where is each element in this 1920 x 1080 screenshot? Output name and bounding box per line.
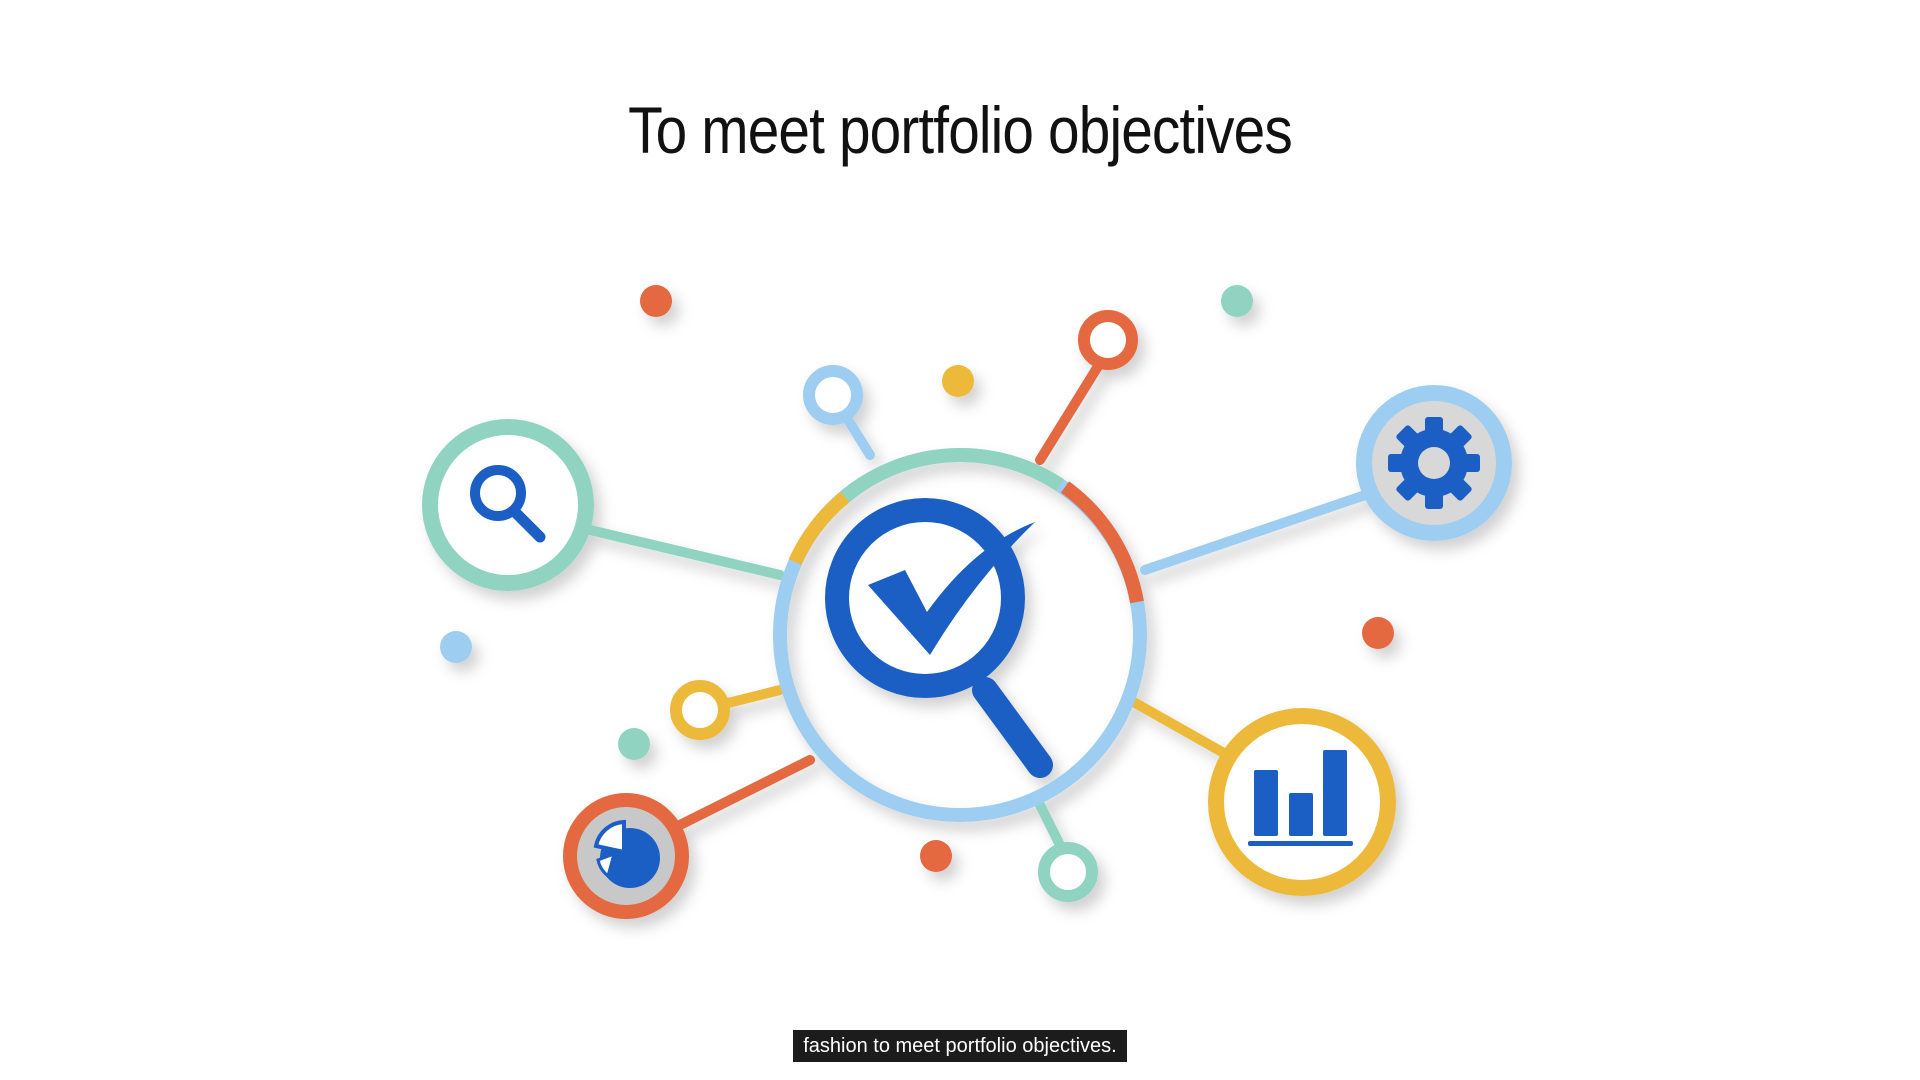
search-node (422, 419, 594, 591)
dot-teal-left (618, 728, 650, 760)
decorative-dots (440, 285, 1394, 872)
pie-chart-icon (593, 819, 660, 888)
gear-icon (1388, 417, 1480, 509)
ring-node-teal (1038, 842, 1098, 902)
dot-orange-right (1362, 617, 1394, 649)
ring-node-blue (803, 365, 863, 425)
slide-title: To meet portfolio objectives (628, 93, 1293, 167)
bar-chart-node (1208, 708, 1396, 896)
dot-teal (1221, 285, 1253, 317)
gear-node (1356, 385, 1512, 541)
ring-node-yellow (670, 680, 730, 740)
connector-lines (585, 350, 1385, 860)
center-hub (773, 448, 1147, 822)
magnifier-check-icon (825, 498, 1053, 778)
subtitle-container: fashion to meet portfolio objectives. (0, 1030, 1920, 1062)
dot-orange-bottom (920, 840, 952, 872)
satellite-rings (670, 310, 1138, 902)
subtitle-caption: fashion to meet portfolio objectives. (793, 1030, 1127, 1062)
dot-orange (640, 285, 672, 317)
bar-chart-icon (1248, 750, 1353, 846)
ring-node-orange (1078, 310, 1138, 370)
dot-blue (440, 631, 472, 663)
pie-chart-node (563, 793, 689, 919)
dot-yellow (942, 365, 974, 397)
search-icon (470, 465, 546, 543)
